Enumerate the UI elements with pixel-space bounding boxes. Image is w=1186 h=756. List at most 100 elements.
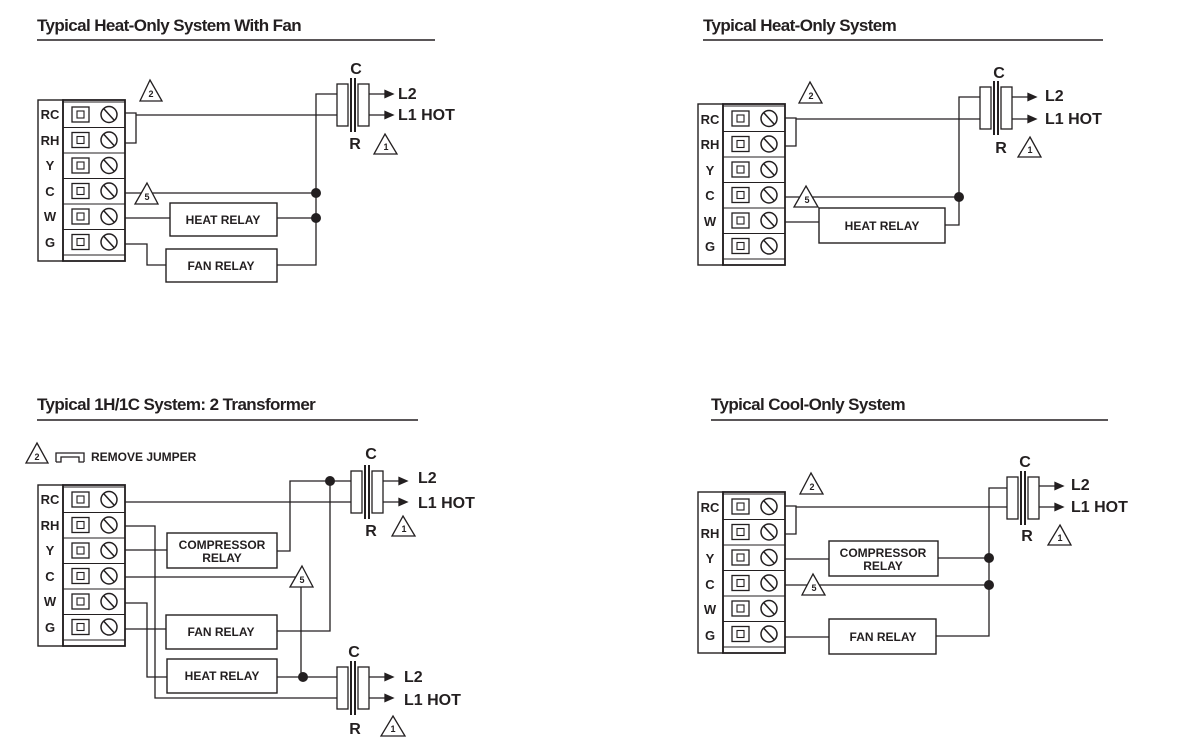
note-triangle: 5	[792, 184, 820, 208]
terminal-labels: RC RH Y C W G	[41, 107, 60, 250]
jumper	[785, 117, 797, 147]
terminal-label: W	[44, 209, 57, 224]
svg-text:2: 2	[809, 482, 814, 492]
svg-text:2: 2	[148, 89, 153, 99]
junction-dot	[984, 580, 994, 590]
terminal-label: Y	[46, 543, 55, 558]
junction-dot	[984, 553, 994, 563]
diagram-title: Typical Heat-Only System	[703, 16, 897, 35]
terminal-label: RC	[41, 492, 60, 507]
diagram-title: Typical 1H/1C System: 2 Transformer	[37, 395, 316, 414]
junction-dot	[298, 672, 308, 682]
terminal-label: C	[45, 569, 55, 584]
wiring-diagram: RC RH Y C W G HEAT RELAY C R L2 L	[697, 39, 1103, 266]
terminal-block	[697, 491, 786, 654]
transformer-c-label: C	[1019, 454, 1031, 471]
terminal-label: W	[44, 594, 57, 609]
terminal-label: RH	[41, 518, 60, 533]
terminal-label: G	[45, 620, 55, 635]
transformer	[336, 661, 395, 715]
legend-text: REMOVE JUMPER	[91, 450, 197, 464]
terminal-label: G	[45, 235, 55, 250]
compressor-relay-box	[166, 532, 278, 569]
diagram-title: Typical Cool-Only System	[711, 395, 906, 414]
note-triangle: 1	[379, 714, 407, 737]
terminal-label: W	[704, 214, 717, 229]
heat-relay-box	[818, 207, 946, 244]
svg-text:1: 1	[1027, 145, 1032, 155]
junction-dot	[954, 192, 964, 202]
terminal-label: C	[705, 577, 715, 592]
l2-label: L2	[1045, 88, 1064, 105]
l1-hot-label: L1 HOT	[398, 107, 455, 124]
terminal-label: C	[45, 184, 55, 199]
transformer-r-label: R	[1021, 528, 1033, 545]
note-triangle: 5	[133, 181, 160, 205]
transformer-r-label: R	[365, 523, 377, 540]
terminal-label: C	[705, 188, 715, 203]
wires	[125, 480, 351, 699]
terminal-label: RC	[701, 112, 720, 127]
jumper-icon	[55, 452, 85, 463]
heat-relay-label: HEAT RELAY	[185, 669, 260, 683]
note-triangle: 1	[390, 514, 417, 537]
fan-relay-box	[165, 248, 278, 283]
fan-relay-label: FAN RELAY	[188, 259, 255, 273]
transformer-r-label: R	[349, 136, 361, 153]
diagram-heat-only: Typical Heat-Only System RC RH Y C W G	[593, 0, 1186, 378]
note-triangle: 2	[24, 441, 50, 464]
wires	[785, 487, 1007, 638]
junction-dot	[311, 213, 321, 223]
legend: 2 REMOVE JUMPER	[24, 441, 197, 464]
terminal-label: Y	[706, 163, 715, 178]
svg-text:5: 5	[804, 195, 809, 205]
l1-hot-label: L1 HOT	[418, 495, 475, 512]
terminal-block	[37, 484, 126, 647]
terminal-label: RC	[701, 500, 720, 515]
l2-label: L2	[404, 669, 423, 686]
l2-label: L2	[1071, 477, 1090, 494]
note-triangle: 2	[798, 471, 825, 495]
diagram-cool-only: Typical Cool-Only System RC RH Y C W G	[593, 378, 1186, 756]
l2-label: L2	[418, 470, 437, 487]
terminal-screws	[63, 101, 125, 256]
l1-hot-label: L1 HOT	[1071, 499, 1128, 516]
transformer-c-label: C	[350, 61, 362, 78]
note-triangle: 2	[138, 78, 164, 102]
heat-relay-box	[169, 202, 278, 237]
svg-text:2: 2	[808, 91, 813, 101]
transformer-r-label: R	[995, 140, 1007, 157]
transformer-c-label: C	[365, 446, 377, 463]
compressor-relay-label: COMPRESSOR	[179, 538, 266, 552]
svg-text:1: 1	[390, 724, 395, 734]
terminal-label: G	[705, 628, 715, 643]
compressor-relay-label: COMPRESSOR	[840, 546, 927, 560]
terminal-label: Y	[706, 551, 715, 566]
transformer	[979, 81, 1038, 135]
terminal-labels: RC RH Y C W G	[701, 500, 720, 643]
compressor-relay-label: RELAY	[202, 551, 242, 565]
wiring-diagram: RC RH Y C W G HEAT RELAY FAN RELAY	[37, 39, 455, 283]
note-triangle: 5	[800, 572, 827, 596]
note-triangle: 1	[372, 132, 399, 155]
terminal-block	[37, 99, 126, 262]
terminal-labels: RC RH Y C W G	[701, 112, 720, 254]
terminal-label: RH	[701, 526, 720, 541]
l2-label: L2	[398, 86, 417, 103]
terminal-label: Y	[46, 158, 55, 173]
note-triangle: 2	[797, 80, 824, 104]
note-triangle: 1	[1016, 135, 1043, 158]
transformer-r-label: R	[349, 721, 361, 738]
fan-relay-box	[165, 614, 278, 650]
svg-text:1: 1	[383, 142, 388, 152]
heat-relay-label: HEAT RELAY	[186, 213, 261, 227]
transformer	[350, 465, 409, 519]
compressor-relay-box	[828, 540, 939, 577]
fan-relay-label: FAN RELAY	[188, 625, 255, 639]
terminal-screws	[723, 493, 785, 648]
terminal-block	[697, 103, 786, 266]
transformer	[336, 78, 395, 132]
compressor-relay-label: RELAY	[863, 559, 903, 573]
svg-text:5: 5	[811, 583, 816, 593]
wiring-diagram: 2 REMOVE JUMPER RC RH Y C W G	[24, 419, 475, 738]
